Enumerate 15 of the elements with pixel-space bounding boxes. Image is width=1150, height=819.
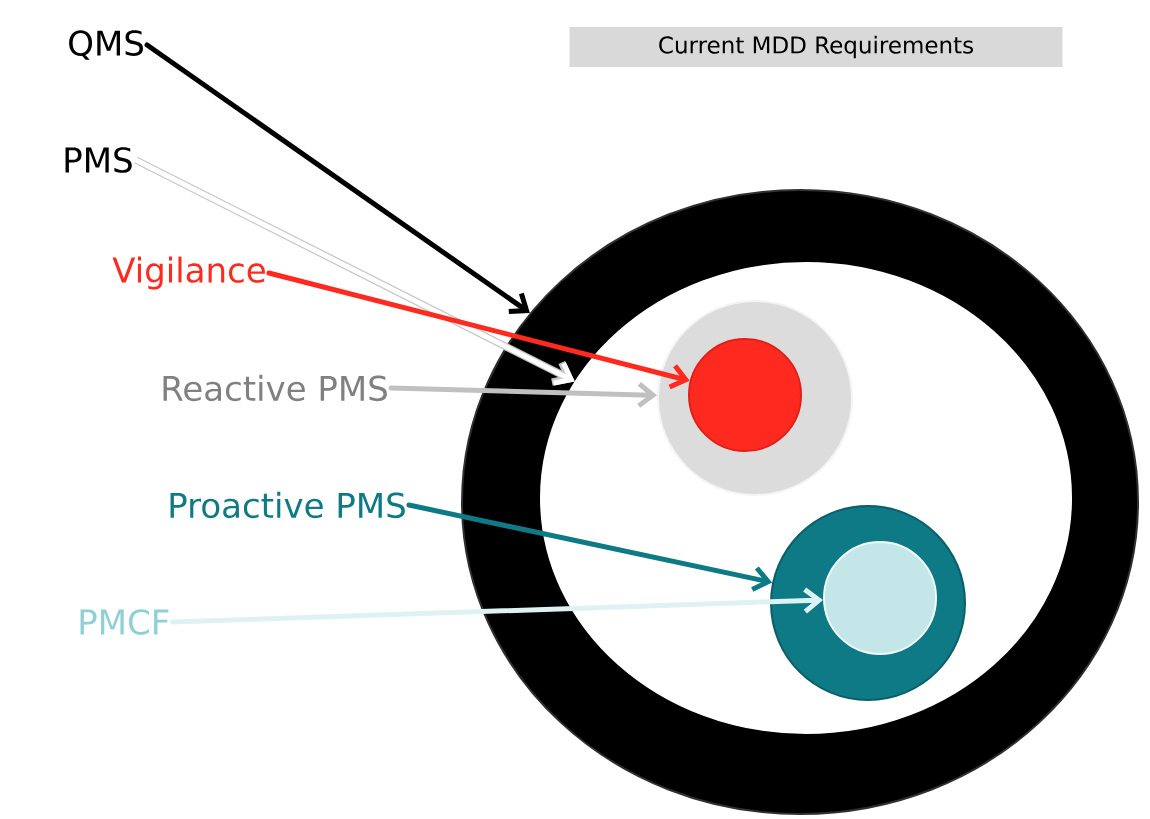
label-text: Proactive PMS [170, 491, 405, 519]
heading-box: Current MDD Requirements [569, 27, 1063, 67]
circle [688, 338, 802, 452]
arrow [144, 42, 530, 315]
label-text: PMCF [80, 609, 169, 635]
label-text: Vigilance [112, 256, 265, 290]
label-text: QMS [69, 30, 143, 60]
circle [823, 541, 937, 655]
arrow [388, 381, 658, 408]
arrow [266, 270, 690, 390]
arrow [133, 156, 575, 386]
label-text: Reactive PMS [163, 374, 387, 402]
label-text: PMS [65, 147, 132, 173]
arrow [170, 587, 824, 625]
arrow [406, 502, 773, 592]
